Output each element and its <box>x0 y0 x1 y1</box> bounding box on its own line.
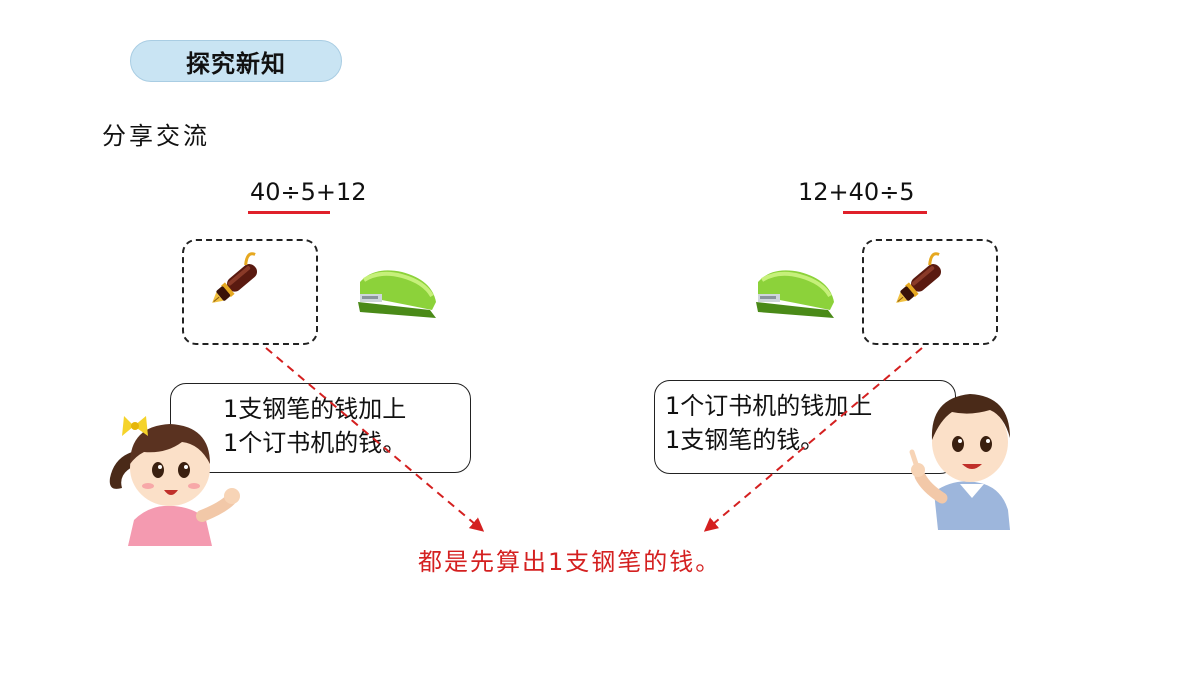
boy-illustration <box>909 394 1010 530</box>
stapler-icon <box>358 270 436 318</box>
left-pen-highlight-box <box>182 239 318 345</box>
right-formula-underline <box>843 211 927 214</box>
right-formula: 12+40÷5 <box>798 178 915 206</box>
stapler-icon <box>756 270 834 318</box>
left-formula-underline <box>248 211 330 214</box>
section-badge-label: 探究新知 <box>186 49 286 78</box>
girl-illustration <box>109 416 240 546</box>
right-pen-highlight-box <box>862 239 998 345</box>
subheading: 分享交流 <box>102 122 210 150</box>
right-arrow <box>703 347 923 532</box>
section-badge: 探究新知 <box>130 40 342 82</box>
fountain-pen-icon <box>896 252 942 303</box>
left-formula: 40÷5+12 <box>250 178 367 206</box>
left-arrow <box>265 347 485 532</box>
right-bubble-line2: 1支钢笔的钱。 <box>665 426 825 454</box>
conclusion-text: 都是先算出1支钢笔的钱。 <box>418 548 722 576</box>
left-bubble-line2: 1个订书机的钱。 <box>223 429 407 457</box>
left-bubble-line1: 1支钢笔的钱加上 <box>223 395 407 423</box>
right-bubble-line1: 1个订书机的钱加上 <box>665 392 873 420</box>
left-speech-bubble: 1支钢笔的钱加上 1个订书机的钱。 <box>170 383 471 473</box>
fountain-pen-icon <box>212 252 258 303</box>
right-speech-bubble: 1个订书机的钱加上 1支钢笔的钱。 <box>654 380 956 474</box>
